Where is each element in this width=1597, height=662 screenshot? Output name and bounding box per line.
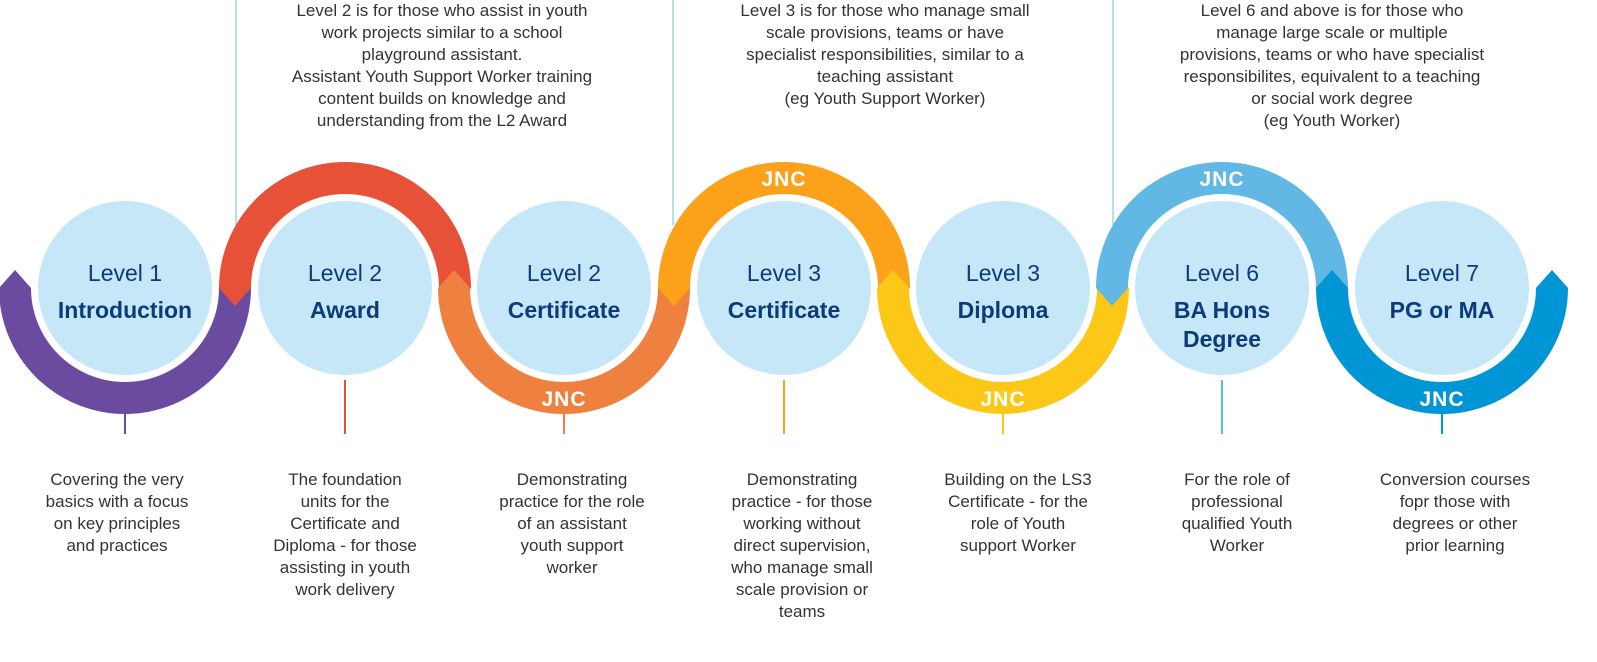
circle-level-7-pg bbox=[1355, 201, 1529, 375]
top-note-level-6: Level 6 and above is for those who manag… bbox=[1179, 1, 1485, 130]
step-description-level-7-pg: Conversion courses fopr those with degre… bbox=[1379, 470, 1531, 555]
circle-name-level-6-degree-line-1: BA Hons bbox=[1174, 297, 1270, 323]
top-note-level-2: Level 2 is for those who assist in youth… bbox=[291, 1, 593, 130]
circle-level-2-certificate bbox=[477, 201, 651, 375]
circle-level-level-2-certificate: Level 2 bbox=[527, 260, 601, 286]
top-note-level-3: Level 3 is for those who manage small sc… bbox=[740, 1, 1030, 108]
band-level-3-diploma bbox=[877, 270, 1129, 414]
circle-name-level-7-pg: PG or MA bbox=[1390, 297, 1495, 323]
jnc-badge-level-2-certificate: JNC bbox=[541, 388, 586, 411]
circle-level-level-7-pg: Level 7 bbox=[1405, 260, 1479, 286]
step-description-level-3-certificate: Demonstrating practice - for those worki… bbox=[731, 470, 873, 621]
circle-name-level-1-introduction: Introduction bbox=[58, 297, 192, 323]
band-level-6-degree bbox=[1096, 162, 1348, 306]
band-level-2-award bbox=[219, 162, 471, 306]
band-level-7-pg bbox=[1316, 270, 1568, 414]
jnc-badge-level-7-pg: JNC bbox=[1419, 388, 1464, 411]
step-description-level-3-diploma: Building on the LS3 Certificate - for th… bbox=[944, 470, 1092, 555]
step-description-level-2-certificate: Demonstrating practice for the role of a… bbox=[499, 470, 645, 577]
step-description-level-1-introduction: Covering the very basics with a focus on… bbox=[45, 470, 189, 555]
circle-level-level-2-award: Level 2 bbox=[308, 260, 382, 286]
circle-name-level-2-certificate: Certificate bbox=[508, 297, 620, 323]
circle-level-3-certificate bbox=[697, 201, 871, 375]
band-level-1-introduction bbox=[0, 270, 251, 414]
circle-level-level-6-degree: Level 6 bbox=[1185, 260, 1259, 286]
circle-level-2-award bbox=[258, 201, 432, 375]
circle-name-level-3-certificate: Certificate bbox=[728, 297, 840, 323]
step-description-level-2-award: The foundation units for the Certificate… bbox=[273, 470, 417, 599]
circle-level-6-degree bbox=[1135, 201, 1309, 375]
circle-name-level-3-diploma: Diploma bbox=[958, 297, 1049, 323]
circle-level-level-3-diploma: Level 3 bbox=[966, 260, 1040, 286]
band-level-3-certificate bbox=[658, 162, 910, 306]
circle-name-level-6-degree-line-2: Degree bbox=[1183, 326, 1261, 352]
jnc-badge-level-3-diploma: JNC bbox=[980, 388, 1025, 411]
circle-level-3-diploma bbox=[916, 201, 1090, 375]
step-description-level-6-degree: For the role of professional qualified Y… bbox=[1181, 470, 1293, 555]
circle-level-level-1-introduction: Level 1 bbox=[88, 260, 162, 286]
circle-level-1-introduction bbox=[38, 201, 212, 375]
jnc-badge-level-6-degree: JNC bbox=[1199, 168, 1244, 191]
circle-name-level-2-award: Award bbox=[310, 297, 380, 323]
circle-level-level-3-certificate: Level 3 bbox=[747, 260, 821, 286]
jnc-badge-level-3-certificate: JNC bbox=[761, 168, 806, 191]
band-level-2-certificate bbox=[438, 270, 690, 414]
